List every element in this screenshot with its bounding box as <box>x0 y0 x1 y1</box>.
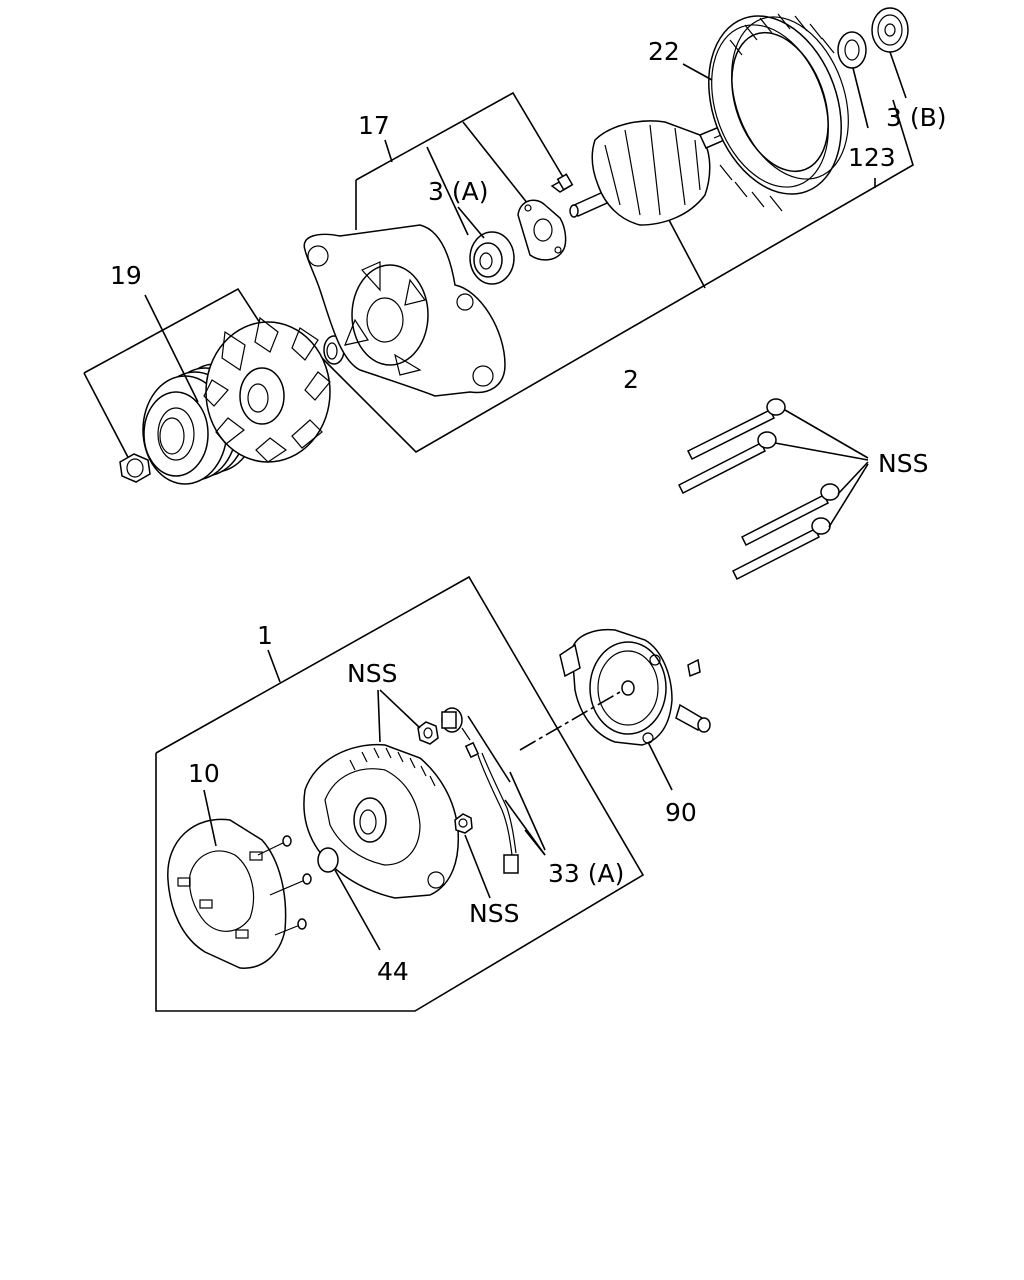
terminal-cap[interactable] <box>441 707 471 741</box>
part-33a-wire-harness[interactable] <box>464 741 519 874</box>
cooling-fan[interactable] <box>203 316 331 463</box>
leader-lines-33a <box>467 715 546 856</box>
callout-19: 19 <box>110 261 142 290</box>
callout-1: 1 <box>257 621 273 650</box>
callout-33a: 33 (A) <box>548 859 624 888</box>
through-bolt-1[interactable] <box>686 398 786 461</box>
pulley-nut[interactable] <box>119 453 151 483</box>
leader-lines-upper <box>144 51 907 403</box>
callout-90: 90 <box>665 798 697 827</box>
group-frame-2 <box>83 91 914 464</box>
through-bolts[interactable] <box>677 398 840 581</box>
part-3a-bearing[interactable] <box>469 231 515 285</box>
callout-10: 10 <box>188 759 220 788</box>
leader-line-90 <box>647 741 673 791</box>
callout-nss-upper: NSS <box>347 659 397 688</box>
through-bolt-4[interactable] <box>731 517 831 581</box>
bearing-retainer-plate[interactable] <box>517 199 567 261</box>
leader-line-10 <box>203 789 217 847</box>
callout-3a: 3 (A) <box>428 177 488 206</box>
group-frame-1 <box>155 575 645 1012</box>
part-3b-bearing[interactable] <box>871 7 909 53</box>
through-bolt-3[interactable] <box>740 483 840 547</box>
leader-line-nss-lower <box>464 834 491 899</box>
stud-bolts <box>257 835 312 936</box>
part-17-drive-end-frame[interactable] <box>303 224 506 397</box>
leader-line-44 <box>334 869 381 951</box>
callout-nss-lower: NSS <box>469 899 519 928</box>
callout-17: 17 <box>358 111 390 140</box>
callout-44: 44 <box>377 957 409 986</box>
part-22-stator[interactable] <box>685 0 869 213</box>
part-90-vacuum-pump[interactable] <box>559 628 711 746</box>
part-10-rectifier-plate[interactable] <box>167 818 312 969</box>
callout-nss-bolts: NSS <box>878 449 928 478</box>
callout-labels: 22 17 3 (A) 3 (B) 123 19 2 NSS 1 NSS 10 … <box>110 37 947 986</box>
retainer-screw[interactable] <box>550 173 574 193</box>
part-44-rear-end-frame[interactable] <box>303 743 460 899</box>
terminal-nut-upper[interactable] <box>417 721 439 745</box>
assembly-centerline <box>519 691 621 751</box>
callout-22: 22 <box>648 37 680 66</box>
callout-3b: 3 (B) <box>886 103 947 132</box>
leader-lines-nss-upper <box>377 689 421 743</box>
callout-123: 123 <box>848 143 896 172</box>
leader-lines-bolts <box>774 409 869 528</box>
through-bolt-2[interactable] <box>677 431 777 495</box>
callout-2: 2 <box>623 365 639 394</box>
part-123-collar[interactable] <box>837 31 867 69</box>
terminal-nut-lower[interactable] <box>454 813 473 834</box>
